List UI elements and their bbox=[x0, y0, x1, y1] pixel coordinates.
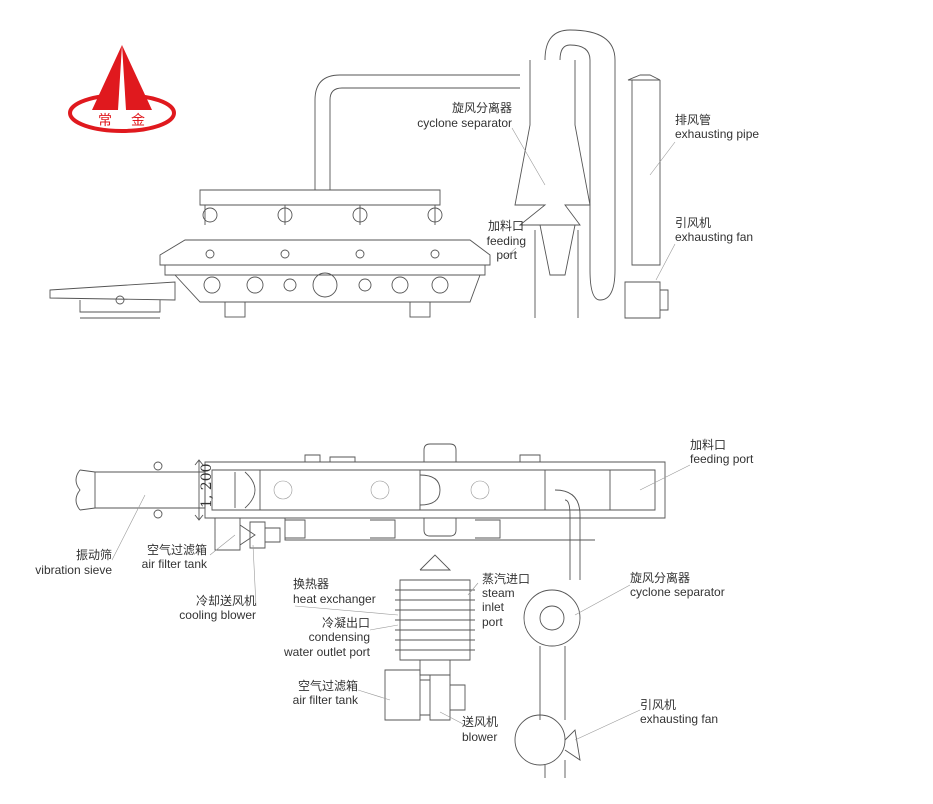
label-air-filter-tank-2-en: air filter tank bbox=[293, 693, 359, 707]
label-steam-inlet-en-1: steam bbox=[482, 586, 515, 600]
label-cooling-blower-en: cooling blower bbox=[179, 608, 256, 622]
label-feeding-port-cn: 加料口 bbox=[690, 438, 726, 452]
label-exhausting-fan-en: exhausting fan bbox=[640, 712, 718, 726]
label-cyclone-separator-cn: 旋风分离器 bbox=[452, 100, 512, 115]
label-blower-en: blower bbox=[462, 730, 497, 744]
plan-drawing bbox=[75, 443, 691, 778]
label-air-filter-tank-1-en: air filter tank bbox=[142, 557, 208, 571]
label-exhausting-fan-cn: 引风机 bbox=[640, 698, 676, 712]
dimension-width: 1, 200 bbox=[199, 463, 215, 508]
label-feeding-port-en-1: feeding bbox=[487, 234, 526, 248]
label-heat-exchanger-en: heat exchanger bbox=[293, 592, 376, 606]
label-steam-inlet-en-3: port bbox=[482, 615, 503, 629]
label-condensing-en-2: water outlet port bbox=[283, 645, 371, 659]
logo-char-2: 金 bbox=[131, 113, 145, 129]
elevation-labels: 旋风分离器 cyclone separator 排风管 exhausting p… bbox=[417, 100, 759, 262]
label-condensing-en-1: condensing bbox=[309, 630, 370, 644]
company-logo: 常 金 bbox=[68, 45, 176, 133]
label-exhausting-pipe-en: exhausting pipe bbox=[675, 127, 759, 141]
label-feeding-port-en-2: port bbox=[496, 248, 517, 262]
label-steam-inlet-en-2: inlet bbox=[482, 600, 505, 614]
label-vibration-sieve-en: vibration sieve bbox=[35, 563, 112, 577]
logo-char-1: 常 bbox=[98, 113, 112, 129]
label-vibration-sieve-cn: 振动筛 bbox=[76, 547, 112, 562]
label-cyclone-separator-en: cyclone separator bbox=[630, 585, 725, 599]
label-heat-exchanger-cn: 换热器 bbox=[293, 577, 329, 591]
label-exhausting-pipe-cn: 排风管 bbox=[675, 112, 711, 127]
plan-labels: 1, 200 加料口 feeding port 振动筛 vibration si… bbox=[35, 438, 754, 744]
label-cooling-blower-cn: 冷却送风机 bbox=[196, 593, 256, 608]
label-exhausting-fan-en: exhausting fan bbox=[675, 230, 753, 244]
label-condensing-cn: 冷凝出口 bbox=[322, 615, 370, 630]
label-cyclone-separator-cn: 旋风分离器 bbox=[630, 570, 690, 585]
label-blower-cn: 送风机 bbox=[462, 714, 498, 729]
label-air-filter-tank-1-cn: 空气过滤箱 bbox=[147, 542, 207, 557]
label-cyclone-separator-en: cyclone separator bbox=[417, 116, 512, 130]
elevation-drawing bbox=[49, 29, 676, 319]
label-air-filter-tank-2-cn: 空气过滤箱 bbox=[298, 678, 358, 693]
label-feeding-port-en: feeding port bbox=[690, 452, 754, 466]
label-steam-inlet-cn: 蒸汽进口 bbox=[482, 571, 530, 586]
label-feeding-port-cn: 加料口 bbox=[488, 219, 524, 233]
label-exhausting-fan-cn: 引风机 bbox=[675, 216, 711, 230]
